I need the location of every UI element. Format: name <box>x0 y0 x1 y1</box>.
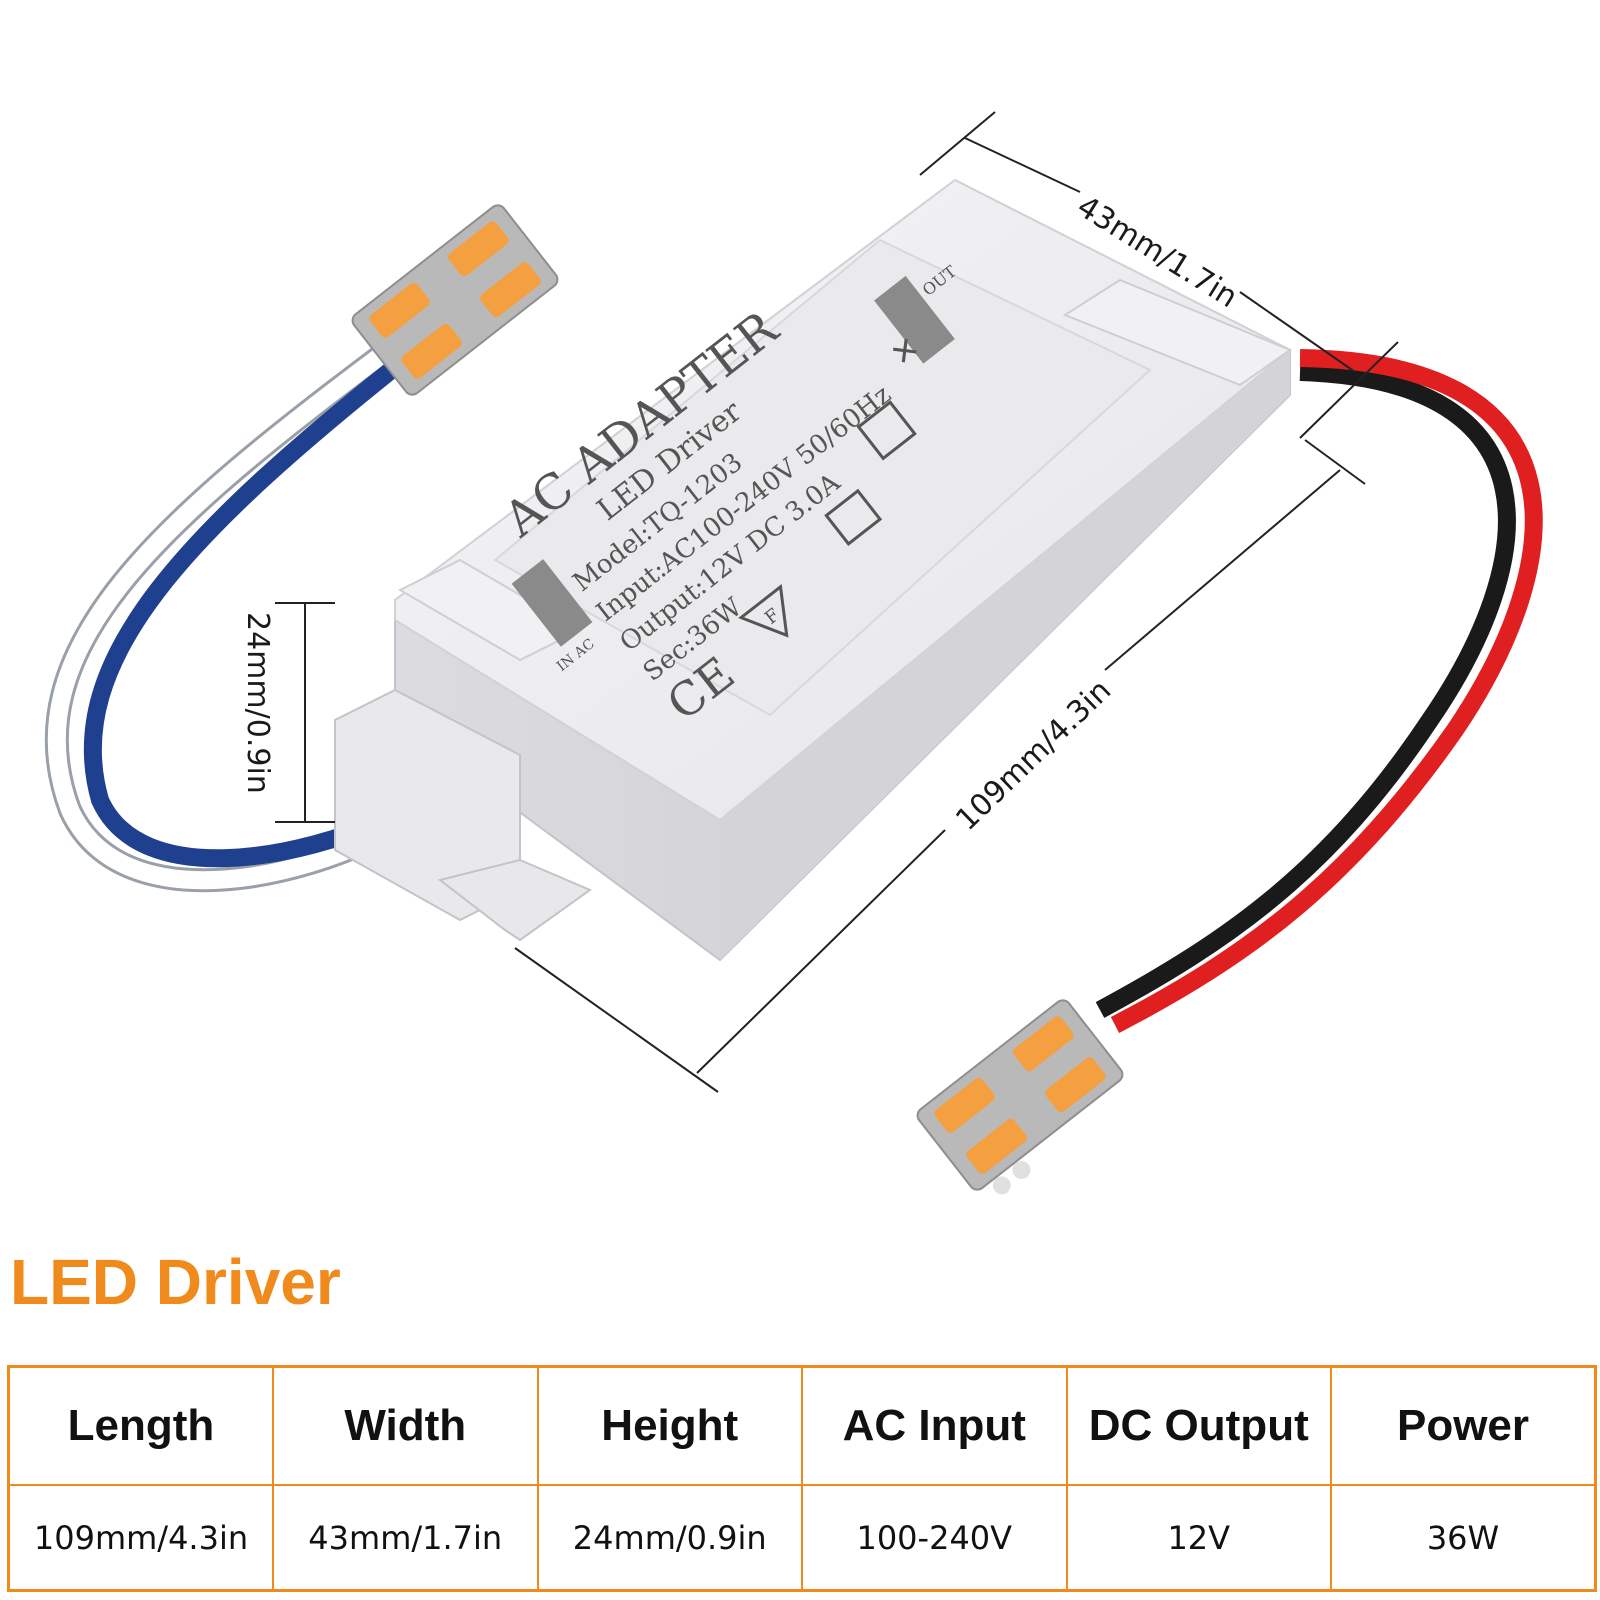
double-insulation-icon <box>856 400 917 461</box>
lever-icon <box>1045 1057 1106 1113</box>
lever-icon <box>966 1118 1027 1174</box>
label-plate <box>493 238 1152 717</box>
header-power: Power <box>1330 1365 1597 1486</box>
value-height: 24mm/0.9in <box>536 1484 803 1592</box>
output-wires <box>1095 349 1543 1033</box>
header-height: Height <box>536 1365 803 1486</box>
header-ac-input: AC Input <box>801 1365 1068 1486</box>
value-length: 109mm/4.3in <box>7 1484 274 1592</box>
height-dimension: 24mm/0.9in <box>240 602 335 823</box>
wire-port-icon <box>1012 1160 1031 1179</box>
input-connector <box>351 204 559 396</box>
input-wires <box>44 335 416 893</box>
lever-icon <box>448 221 509 277</box>
section-title: LED Driver <box>10 1246 341 1318</box>
spec-table: Length Width Height AC Input DC Output P… <box>7 1365 1597 1592</box>
lever-icon <box>369 282 430 338</box>
lever-icon <box>934 1077 995 1133</box>
value-dc-output: 12V <box>1065 1484 1332 1592</box>
lever-icon <box>480 262 541 318</box>
indoor-use-icon <box>824 488 883 546</box>
header-width: Width <box>272 1365 539 1486</box>
value-ac-input: 100-240V <box>801 1484 1068 1592</box>
wire-port-icon <box>992 1176 1011 1195</box>
output-end-cap <box>1062 278 1293 387</box>
table-header-row: Length Width Height AC Input DC Output P… <box>7 1365 1597 1486</box>
table-value-row: 109mm/4.3in 43mm/1.7in 24mm/0.9in 100-24… <box>7 1484 1597 1592</box>
out-terminal-icon <box>874 275 955 364</box>
height-dimension-label: 24mm/0.9in <box>240 612 275 794</box>
lever-icon <box>1013 1016 1074 1072</box>
f-mark-icon <box>738 584 789 638</box>
header-length: Length <box>7 1365 274 1486</box>
lever-icon <box>401 323 462 379</box>
in-ac-terminal-icon <box>511 559 593 647</box>
value-width: 43mm/1.7in <box>272 1484 539 1592</box>
mounting-tab <box>437 858 593 942</box>
value-power: 36W <box>1330 1484 1597 1592</box>
output-connector <box>916 999 1124 1195</box>
header-dc-output: DC Output <box>1065 1365 1332 1486</box>
led-driver-illustration: AC ADAPTER LED Driver Model:TQ-1203 Inpu… <box>44 111 1543 1195</box>
